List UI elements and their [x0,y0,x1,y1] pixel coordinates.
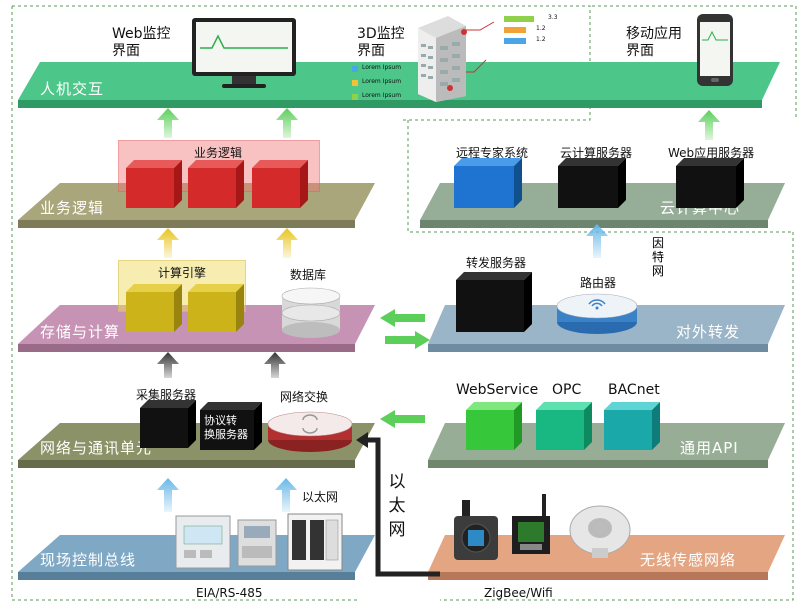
fieldbus-protocol-label: EIA/RS-485 [196,586,263,600]
field-device-meter-2 [237,519,277,567]
wireless-sensor-3 [569,505,631,558]
network-switch [267,411,353,452]
web-app-server [676,158,744,208]
database-cylinder [281,287,341,338]
wireless-sensor-1 [454,500,498,560]
threed-legend: Lorem Ipsum Lorem Ipsum Lorem Ipsum [352,64,422,106]
protocol-server [200,402,262,450]
layer-label-fieldbus: 现场控制总线 [40,551,137,569]
layer-label-storage: 存储与计算 [40,323,121,341]
web-ui-label: Web监控 界面 [112,26,171,59]
router-device [556,293,638,334]
layer-label-business: 业务逻辑 [40,199,105,217]
bar-2-value: 1.2 [536,25,546,32]
compute-engine-label: 计算引擎 [158,266,207,280]
relay-server-label: 转发服务器 [466,256,527,270]
bacnet-server [604,402,660,450]
layer-label-hmi: 人机交互 [40,80,105,98]
relay-server [456,272,532,332]
wireless-protocol-label: ZigBee/Wifi [484,586,553,600]
collector-server [140,400,196,448]
mobile-ui-label: 移动应用 界面 [626,26,682,59]
compute-engine-server-1 [126,284,182,332]
compute-engine-server-2 [188,284,244,332]
database-label: 数据库 [290,268,327,282]
collector-server-label: 采集服务器 [136,388,197,402]
business-server-1 [126,160,182,208]
bar-3-value: 1.2 [536,36,546,43]
wireless-sensor-2 [512,494,550,554]
bar-1 [504,16,534,22]
expert-system-server [454,158,522,208]
cloud-server-label: 云计算服务器 [560,146,633,160]
protocol-server-label: 协议转 换服务器 [204,414,248,441]
switch-label: 网络交换 [280,390,329,404]
bar-3 [504,38,526,44]
api-bacnet-label: BACnet [608,382,660,398]
field-device-meter-1 [175,515,231,569]
bar-2 [504,27,526,33]
fieldbus-ethernet-label: 以太网 [302,490,339,504]
expert-system-label: 远程专家系统 [456,146,529,160]
layer-label-forward: 对外转发 [676,323,741,341]
business-logic-group-label: 业务逻辑 [194,146,243,160]
api-webservice-label: WebService [456,382,539,398]
layer-label-api: 通用API [680,439,739,457]
bar-1-value: 3.3 [548,14,558,21]
mobile-phone-icon [697,14,733,86]
web-server-label: Web应用服务器 [668,146,755,160]
layer-label-network: 网络与通讯单元 [40,439,153,457]
internet-label: 因 特 网 [652,236,665,278]
web-monitor-icon [192,18,296,88]
opc-server [536,402,592,450]
legend-item-2: Lorem Ipsum [362,78,402,85]
business-server-2 [188,160,244,208]
api-opc-label: OPC [552,382,582,398]
threed-bar-chart: 3.3 1.2 1.2 [504,14,564,48]
business-server-3 [252,160,308,208]
threed-callout-lines [464,21,495,73]
layer-label-wireless: 无线传感网络 [640,551,737,569]
field-device-breaker [287,513,343,571]
ethernet-vertical-label: 以 太 网 [388,472,406,540]
legend-item-3: Lorem Ipsum [362,92,402,99]
cloud-compute-server [558,158,626,208]
router-label: 路由器 [580,276,617,290]
legend-item-1: Lorem Ipsum [362,64,402,71]
webservice-server [466,402,522,450]
building-3d-icon [418,16,467,102]
threed-ui-label: 3D监控 界面 [357,26,405,59]
